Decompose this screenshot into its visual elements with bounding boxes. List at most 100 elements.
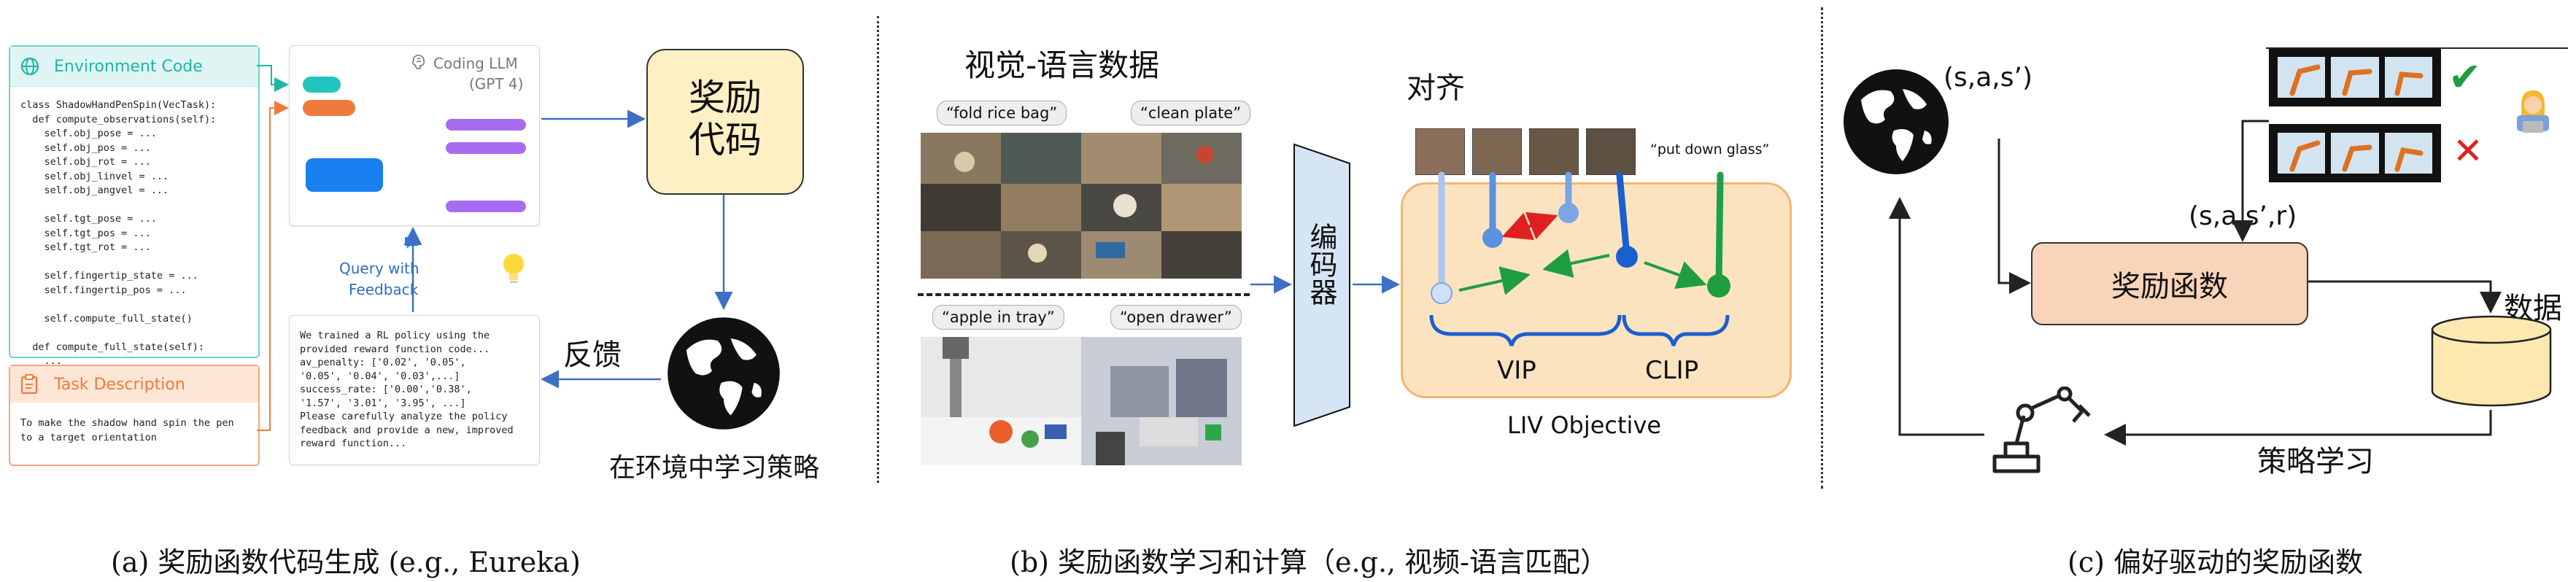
- task-description-box: Task Description To make the shadow hand…: [9, 365, 260, 466]
- bubble-fold-text: “fold rice bag”: [946, 104, 1058, 122]
- chat-bubble-purple-1: [446, 119, 526, 131]
- put-down-glass-label: “put down glass”: [1650, 141, 1770, 158]
- reward-function-text: 奖励函数: [2111, 270, 2228, 303]
- env-code-body: class ShadowHandPenSpin(VecTask): def co…: [10, 87, 258, 369]
- env-code-box: Environment Code class ShadowHandPenSpin…: [9, 45, 260, 367]
- coding-llm-box: Coding LLM (GPT 4): [289, 45, 540, 226]
- env-code-line: self.obj_angvel = ...: [20, 185, 169, 196]
- query-label-2: Feedback: [349, 281, 419, 298]
- image-set-divider: [918, 293, 1250, 296]
- policy-learning-label: 策略学习: [2257, 445, 2374, 478]
- env-code-line: self.fingertip_state = ...: [20, 270, 198, 282]
- learn-in-env-label: 在环境中学习策略: [609, 453, 820, 483]
- vl-data-title: 视觉-语言数据: [964, 47, 1160, 83]
- reward-code-line1: 奖励: [689, 77, 762, 119]
- task-text-line: To make the shadow hand spin the pen: [20, 417, 234, 429]
- caption-b: (b) 奖励函数学习和计算（e.g., 视频-语言匹配）: [1010, 546, 1609, 578]
- env-code-line: self.compute_full_state(): [20, 312, 193, 325]
- chat-bubble-teal: [303, 77, 341, 93]
- caption-a: (a) 奖励函数代码生成 (e.g., Eureka): [111, 546, 581, 578]
- robot-arm-frames: [2289, 64, 2424, 172]
- check-icon: ✔: [2448, 54, 2482, 100]
- cross-icon: ✕: [2453, 130, 2483, 172]
- bubble-clean-text: “clean plate”: [1140, 104, 1242, 122]
- feedback-text-line: Please carefully analyze the policy: [300, 411, 508, 422]
- globe-icon: [20, 57, 39, 76]
- bubble-apple-in-tray: “apple in tray”: [932, 305, 1064, 330]
- env-code-line: self.obj_rot = ...: [20, 156, 151, 168]
- task-header: Task Description: [10, 366, 258, 403]
- vl-image-collage-top: [921, 133, 1242, 279]
- video-frame-4: [1586, 128, 1636, 175]
- feedback-text: We trained a RL policy using the provided…: [290, 316, 539, 451]
- bubble-open-drawer: “open drawer”: [1110, 305, 1242, 330]
- env-code-line: self.tgt_rot = ...: [20, 241, 151, 253]
- feedback-box: We trained a RL policy using the provided…: [289, 315, 540, 465]
- separator-1: [877, 16, 879, 483]
- video-frame-3: [1529, 128, 1579, 175]
- reward-code-box: 奖励 代码: [646, 49, 804, 195]
- feedback-text-line: feedback and provide a new, improved: [300, 424, 514, 436]
- env-code-line: def compute_observations(self):: [20, 113, 217, 125]
- film-frame: [2278, 133, 2326, 174]
- encoder-label: 编码器: [1305, 222, 1337, 306]
- feedback-text-line: success_rate: ['0.00','0.38',: [300, 384, 472, 395]
- earth-globe-icon-c: [1841, 67, 1951, 176]
- env-code-line: ...: [20, 355, 62, 367]
- llm-subtitle: (GPT 4): [469, 75, 524, 93]
- env-code-line: def compute_full_state(self):: [20, 341, 204, 353]
- align-label: 对齐: [1407, 71, 1465, 105]
- llm-title: Coding LLM: [433, 55, 518, 72]
- film-frame: [2331, 57, 2379, 98]
- chat-bubble-blue: [306, 158, 383, 192]
- feedback-text-line: '0.05', '0.04', '0.03',...]: [300, 370, 460, 382]
- feedback-text-line: We trained a RL policy using the: [300, 330, 490, 341]
- caption-c: (c) 偏好驱动的奖励函数: [2068, 546, 2364, 578]
- task-text-line: to a target orientation: [20, 432, 157, 443]
- feedback-text-line: av_penalty: ['0.02', '0.05',: [300, 357, 466, 368]
- chat-bubble-purple-2: [446, 142, 526, 154]
- env-code-line: self.obj_linvel = ...: [20, 170, 169, 182]
- vip-label: VIP: [1497, 356, 1536, 385]
- env-code-line: self.obj_pos = ...: [20, 141, 151, 154]
- feedback-text-line: provided reward function code...: [300, 343, 490, 355]
- query-label-1: Query with: [339, 260, 419, 277]
- bubble-clean-plate: “clean plate”: [1131, 101, 1251, 125]
- encoder-block: [1293, 143, 1350, 427]
- reward-code-line2: 代码: [689, 119, 762, 161]
- feedback-label: 反馈: [563, 338, 622, 372]
- env-code-line: self.obj_pose = ...: [20, 128, 157, 139]
- film-frames: [2278, 133, 2432, 174]
- robot-arm-icon: [1992, 387, 2091, 473]
- lightbulb-icon: [500, 251, 527, 287]
- transition-label: (s,a,s’): [1943, 63, 2032, 93]
- chat-bubble-purple-3: [446, 201, 526, 212]
- database-icon: [2431, 315, 2552, 407]
- env-code-line: class ShadowHandPenSpin(VecTask):: [20, 99, 217, 111]
- video-frame-2: [1472, 128, 1522, 175]
- separator-2: [1821, 7, 1823, 489]
- brain-icon: [410, 53, 428, 71]
- earth-globe-icon-a: [665, 315, 782, 432]
- bubble-drawer-text: “open drawer”: [1120, 309, 1232, 326]
- clipboard-icon: [20, 374, 38, 395]
- bubble-apple-text: “apple in tray”: [942, 309, 1055, 326]
- env-code-header: Environment Code: [10, 47, 258, 87]
- feedback-text-line: '1.57', '3.01', '3.95', ...]: [300, 397, 466, 409]
- liv-objective-label: LIV Objective: [1507, 411, 1662, 439]
- bubble-fold-rice-bag: “fold rice bag”: [937, 101, 1067, 125]
- video-frame-1: [1415, 128, 1465, 175]
- env-code-title: Environment Code: [54, 57, 203, 76]
- env-code-line: self.tgt_pose = ...: [20, 213, 157, 225]
- film-frame: [2331, 133, 2379, 174]
- film-frame: [2278, 57, 2326, 98]
- vl-image-collage-bottom: [921, 337, 1242, 465]
- human-annotator-icon: [2510, 86, 2556, 136]
- encoder-text: 编码器: [1305, 222, 1337, 306]
- task-title: Task Description: [54, 375, 185, 394]
- clip-label: CLIP: [1645, 356, 1699, 385]
- reward-function-box: 奖励函数: [2031, 242, 2308, 325]
